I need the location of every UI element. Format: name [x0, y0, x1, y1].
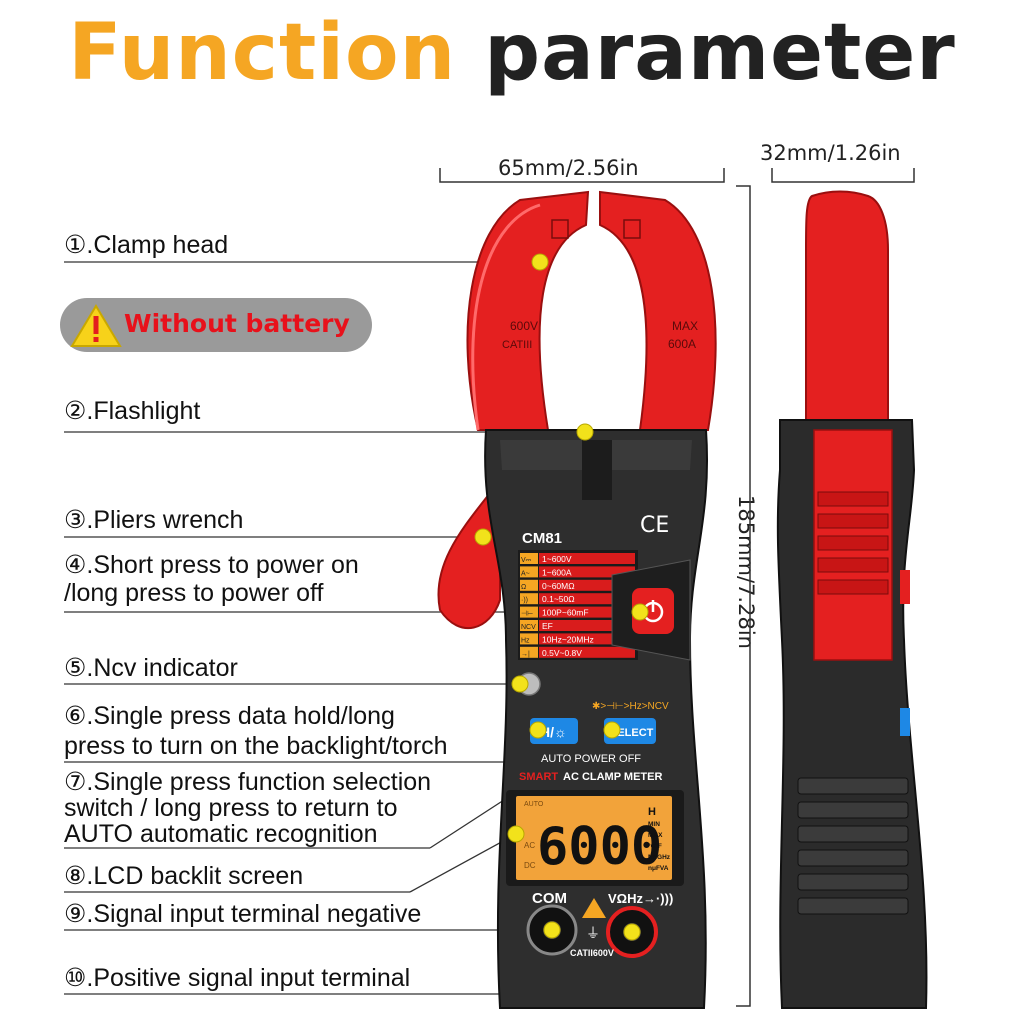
spec-range: 1~600A — [542, 567, 572, 577]
lcd-indicator: nμFVA — [648, 865, 669, 872]
label-pliers-wrench: ③.Pliers wrench — [64, 506, 244, 534]
label-hold-line1: ⑥.Single press data hold/long — [64, 702, 395, 730]
spec-range-bg — [539, 553, 635, 564]
label-hold-line2: press to turn on the backlight/torch — [64, 732, 448, 760]
warning-triangle-icon — [70, 304, 122, 347]
label-select-line3: AUTO automatic recognition — [64, 820, 378, 848]
spec-range-bg — [539, 566, 635, 578]
title-word-function: Function — [68, 8, 457, 98]
depth-dimension: 32mm/1.26in — [760, 141, 901, 165]
spec-symbol: →| — [521, 651, 530, 658]
spec-symbol-bg — [520, 633, 538, 645]
model-label: CM81 — [522, 530, 562, 547]
lcd-dc: DC — [524, 861, 536, 870]
dimension-brackets — [439, 168, 915, 1007]
spec-symbol: A~ — [521, 570, 530, 577]
label-select-line2: switch / long press to return to — [64, 794, 398, 822]
svg-text:⏚: ⏚ — [586, 926, 600, 942]
spec-symbol: NCV — [521, 624, 536, 631]
spec-range-bg — [539, 620, 635, 631]
spec-symbol: ⊣⊢ — [521, 611, 533, 618]
lcd-indicator: °C°F — [648, 842, 662, 850]
spec-range-bg — [539, 606, 635, 618]
spec-symbol-bg — [520, 566, 538, 578]
auto-power-off: AUTO POWER OFF — [541, 753, 641, 765]
page-title: Function parameter — [0, 14, 1024, 92]
spec-range: 0~60MΩ — [542, 581, 575, 591]
mode-sequence: ✱>⊣⊢>Hz>NCV — [592, 701, 669, 712]
spec-range-bg — [539, 593, 635, 605]
spec-range-bg — [539, 579, 635, 591]
spec-symbol-bg — [520, 620, 538, 631]
spec-range: 1~600V — [542, 554, 572, 564]
select-button-label: SELECT — [610, 727, 654, 739]
spec-range-bg — [539, 633, 635, 645]
callout-markers — [474, 253, 649, 941]
spec-symbol: Hz — [521, 637, 530, 644]
lcd-reading: 6000 — [537, 817, 662, 877]
label-power-line1: ④.Short press to power on — [64, 551, 359, 579]
clamp-left-rating: 600V — [510, 319, 538, 333]
cat-label: CATII600V — [570, 948, 614, 958]
lcd-ac: AC — [524, 841, 535, 850]
meter-name: AC CLAMP METER — [563, 771, 662, 783]
spec-range: 0.1~50Ω — [542, 594, 575, 604]
spec-symbol: Ω — [521, 584, 526, 591]
width-dimension: 65mm/2.56in — [498, 156, 639, 180]
spec-symbol-bg — [520, 593, 538, 605]
lcd-indicator: MkGHz — [648, 854, 671, 861]
title-word-parameter: parameter — [484, 8, 956, 98]
ce-mark: CE — [640, 513, 669, 538]
label-select-line1: ⑦.Single press function selection — [64, 768, 432, 796]
spec-symbol-bg — [520, 579, 538, 591]
label-com-terminal: ⑨.Signal input terminal negative — [64, 900, 422, 928]
label-flashlight: ②.Flashlight — [64, 397, 201, 425]
lcd-indicator: H — [648, 806, 656, 818]
spec-symbol: V⎓ — [521, 557, 532, 564]
spec-range: 10Hz~20MHz — [542, 634, 594, 644]
lcd-indicator: MIN — [648, 821, 660, 828]
label-positive-terminal: ⑩.Positive signal input terminal — [64, 964, 411, 992]
label-power-line2: /long press to power off — [64, 579, 324, 607]
spec-range: EF — [542, 621, 553, 631]
label-clamp-head: ①.Clamp head — [64, 231, 229, 259]
lcd-indicator: MAX — [648, 832, 663, 839]
lcd-auto: AUTO — [524, 801, 544, 808]
spec-range: 100P~60mF — [542, 608, 589, 618]
com-label: COM — [532, 890, 567, 907]
label-ncv: ⑤.Ncv indicator — [64, 654, 238, 682]
leader-lines — [64, 261, 640, 995]
hold-button-label: H/☼ — [540, 724, 567, 740]
clamp-right-rating: 600A — [668, 337, 696, 351]
clamp-left-cat: CATIII — [502, 339, 532, 351]
side-view — [776, 190, 928, 1009]
warning-text: Without battery — [124, 309, 350, 338]
spec-range-bg — [539, 646, 635, 658]
spec-symbol-bg — [520, 553, 538, 564]
spec-range: 0.5V~0.8V — [542, 648, 582, 658]
spec-symbol-bg — [520, 646, 538, 658]
label-lcd: ⑧.LCD backlit screen — [64, 862, 304, 890]
smart-label: SMART — [519, 771, 558, 783]
vohz-label: VΩHz→·))) — [608, 891, 673, 906]
spec-symbol-bg — [520, 606, 538, 618]
spec-symbol: ·)) — [521, 597, 528, 604]
clamp-right-max: MAX — [672, 319, 698, 333]
